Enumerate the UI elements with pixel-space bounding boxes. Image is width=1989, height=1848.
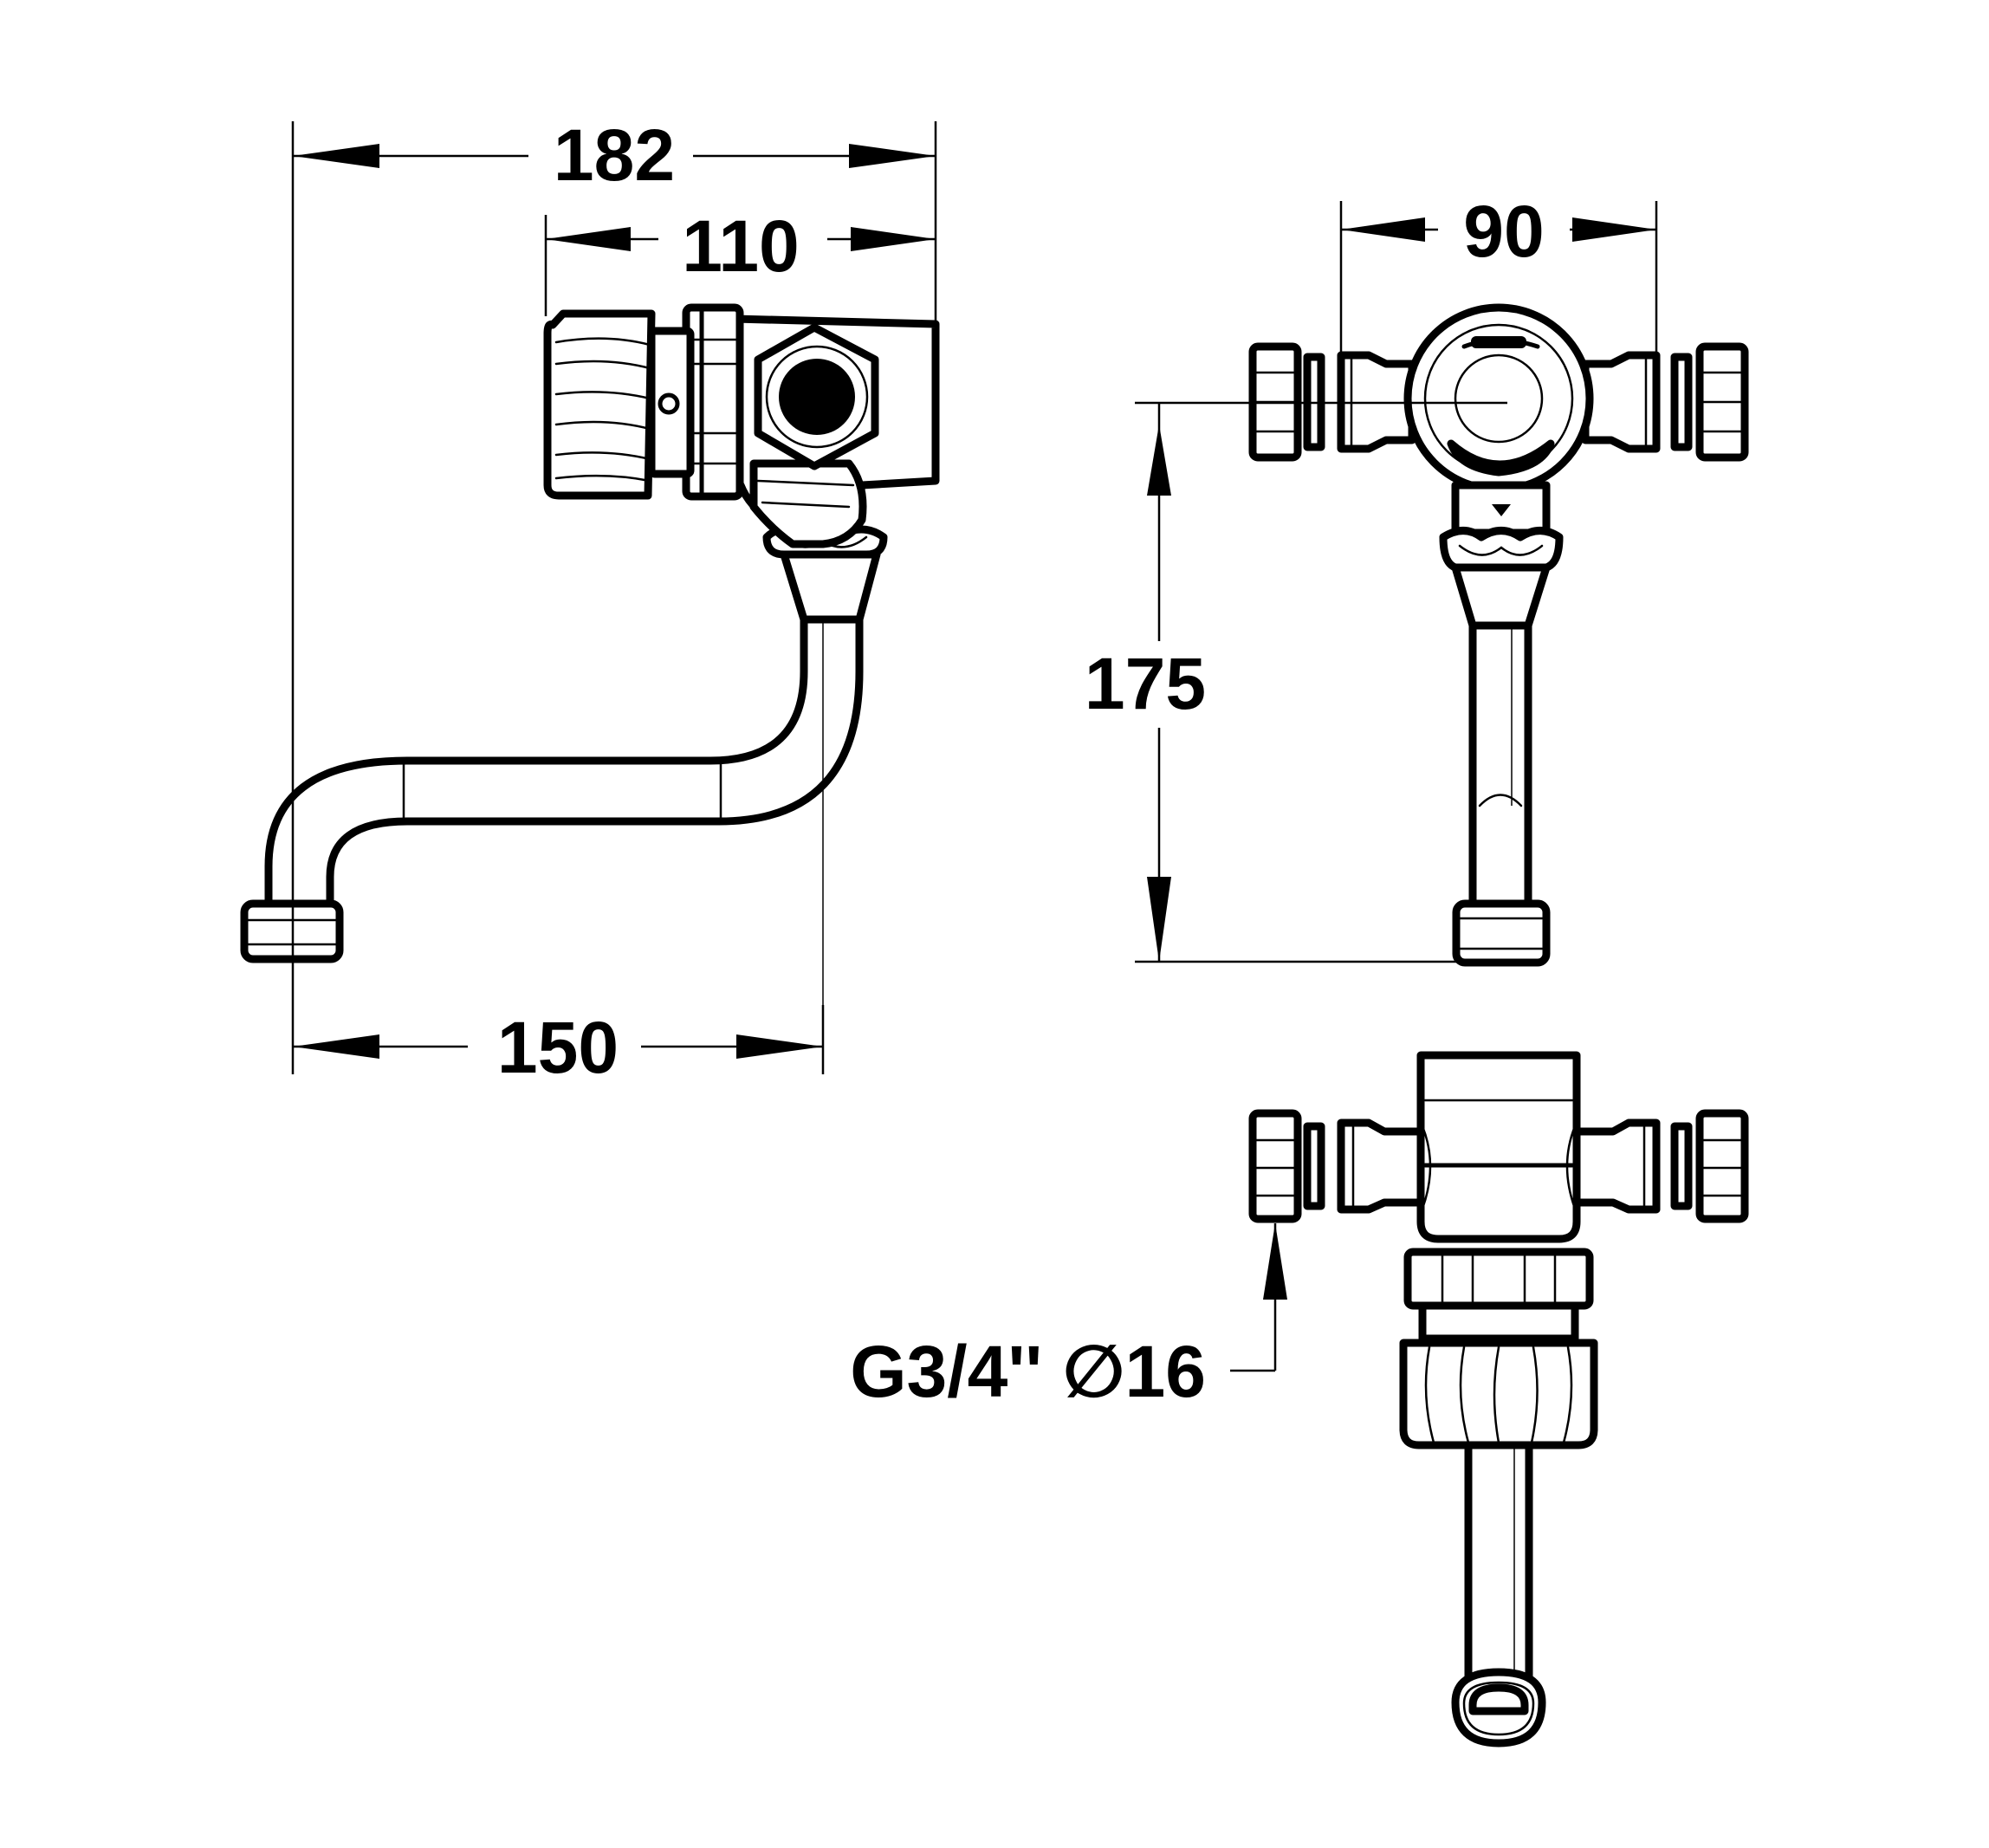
dimension-175: 175 (1085, 401, 1507, 963)
dim-body-width: 110 (682, 205, 800, 287)
dimension-90: 90 (1339, 191, 1658, 355)
dim-front-width: 90 (1463, 191, 1544, 272)
connection-callout: G3/4'' ∅16 (850, 1223, 1287, 1412)
dim-connection: G3/4'' ∅16 (850, 1331, 1206, 1412)
side-spout (240, 611, 864, 1074)
side-valve-body (543, 303, 940, 548)
dimension-150: 150 (293, 1005, 825, 1088)
dim-height: 175 (1085, 643, 1206, 724)
front-view (1248, 303, 1749, 967)
dimension-110: 110 (544, 205, 936, 316)
side-view (240, 303, 940, 1074)
dim-spout-reach: 150 (497, 1007, 619, 1088)
dimension-182: 182 (291, 114, 937, 1074)
dim-overall-width: 182 (554, 114, 675, 196)
top-view (1248, 1051, 1749, 1747)
